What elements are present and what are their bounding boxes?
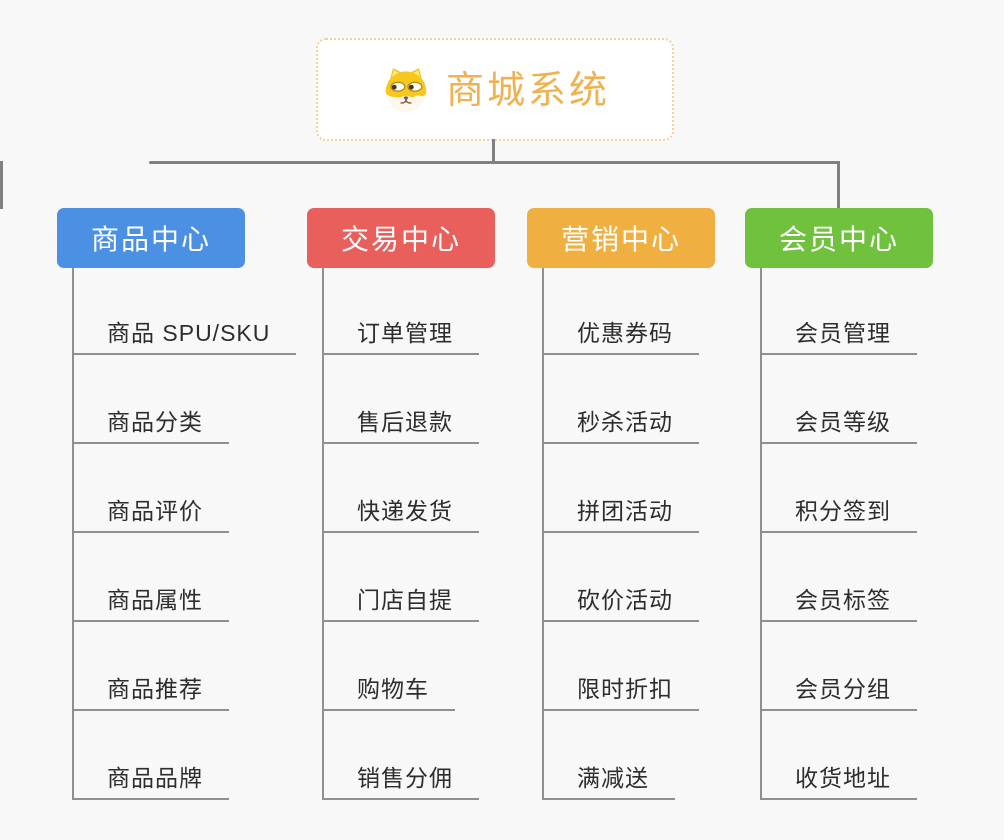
leaf-label: 积分签到 <box>795 497 891 524</box>
branch-column-1: 商品中心 商品 SPU/SKU 商品分类 商品评价 商品属性 商品推荐 商品品牌 <box>57 208 297 800</box>
leaf-label: 商品 SPU/SKU <box>107 319 271 346</box>
leaf-node[interactable]: 会员标签 <box>762 533 917 622</box>
root-title: 商城系统 <box>445 69 610 112</box>
leaf-node[interactable]: 收货地址 <box>762 711 917 800</box>
leaf-label: 优惠券码 <box>577 319 673 346</box>
leaf-label: 购物车 <box>357 675 429 702</box>
root-node[interactable]: 商城系统 <box>316 38 674 141</box>
leaf-node[interactable]: 商品分类 <box>74 355 229 444</box>
connector-drop-4 <box>0 161 3 209</box>
leaf-node[interactable]: 秒杀活动 <box>544 355 699 444</box>
leaf-list: 商品 SPU/SKU 商品分类 商品评价 商品属性 商品推荐 商品品牌 <box>72 268 297 800</box>
branch-column-3: 营销中心 优惠券码 秒杀活动 拼团活动 砍价活动 限时折扣 满减送 <box>527 208 715 800</box>
leaf-label: 商品属性 <box>107 586 203 613</box>
branch-label: 交易中心 <box>340 224 461 255</box>
branch-box[interactable]: 商品中心 <box>57 208 245 268</box>
leaf-label: 限时折扣 <box>577 675 673 702</box>
leaf-node[interactable]: 优惠券码 <box>544 268 699 355</box>
leaf-node[interactable]: 快递发货 <box>324 444 479 533</box>
leaf-label: 会员分组 <box>795 675 891 702</box>
branch-box[interactable]: 交易中心 <box>307 208 495 268</box>
leaf-node[interactable]: 门店自提 <box>324 533 479 622</box>
leaf-node[interactable]: 会员等级 <box>762 355 917 444</box>
connector-horizontal-bus <box>149 161 840 164</box>
leaf-label: 砍价活动 <box>577 586 673 613</box>
leaf-node[interactable]: 销售分佣 <box>324 711 479 800</box>
leaf-node[interactable]: 订单管理 <box>324 268 479 355</box>
leaf-node[interactable]: 积分签到 <box>762 444 917 533</box>
leaf-label: 会员管理 <box>795 319 891 346</box>
branch-label: 营销中心 <box>560 224 681 255</box>
branch-column-2: 交易中心 订单管理 售后退款 快递发货 门店自提 购物车 销售分佣 <box>307 208 495 800</box>
branch-label: 商品中心 <box>90 224 211 255</box>
leaf-node[interactable]: 会员管理 <box>762 268 917 355</box>
leaf-label: 销售分佣 <box>357 764 453 791</box>
dog-face-icon <box>380 64 432 116</box>
leaf-node[interactable]: 会员分组 <box>762 622 917 711</box>
leaf-label: 商品品牌 <box>107 764 203 791</box>
leaf-node[interactable]: 商品品牌 <box>74 711 229 800</box>
leaf-node[interactable]: 满减送 <box>544 711 675 800</box>
leaf-label: 收货地址 <box>795 764 891 791</box>
leaf-label: 订单管理 <box>357 319 453 346</box>
leaf-node[interactable]: 商品属性 <box>74 533 229 622</box>
branch-column-4: 会员中心 会员管理 会员等级 积分签到 会员标签 会员分组 收货地址 <box>745 208 933 800</box>
leaf-list: 会员管理 会员等级 积分签到 会员标签 会员分组 收货地址 <box>760 268 917 800</box>
connector-root-vertical <box>492 139 495 164</box>
leaf-node[interactable]: 砍价活动 <box>544 533 699 622</box>
leaf-label: 满减送 <box>577 764 649 791</box>
leaf-node[interactable]: 商品评价 <box>74 444 229 533</box>
leaf-label: 会员标签 <box>795 586 891 613</box>
leaf-label: 商品评价 <box>107 497 203 524</box>
leaf-node[interactable]: 拼团活动 <box>544 444 699 533</box>
branch-box[interactable]: 营销中心 <box>527 208 715 268</box>
leaf-list: 订单管理 售后退款 快递发货 门店自提 购物车 销售分佣 <box>322 268 479 800</box>
leaf-label: 快递发货 <box>357 497 453 524</box>
leaf-node[interactable]: 购物车 <box>324 622 455 711</box>
leaf-node[interactable]: 售后退款 <box>324 355 479 444</box>
leaf-label: 会员等级 <box>795 408 891 435</box>
leaf-node[interactable]: 商品推荐 <box>74 622 229 711</box>
leaf-label: 商品推荐 <box>107 675 203 702</box>
leaf-node[interactable]: 商品 SPU/SKU <box>74 268 297 355</box>
leaf-label: 售后退款 <box>357 408 453 435</box>
connector-drop-1 <box>837 161 840 209</box>
leaf-node[interactable]: 限时折扣 <box>544 622 699 711</box>
leaf-label: 商品分类 <box>107 408 203 435</box>
branch-box[interactable]: 会员中心 <box>745 208 933 268</box>
leaf-list: 优惠券码 秒杀活动 拼团活动 砍价活动 限时折扣 满减送 <box>542 268 699 800</box>
leaf-label: 秒杀活动 <box>577 408 673 435</box>
branch-label: 会员中心 <box>778 224 899 255</box>
leaf-label: 拼团活动 <box>577 497 673 524</box>
leaf-label: 门店自提 <box>357 586 453 613</box>
